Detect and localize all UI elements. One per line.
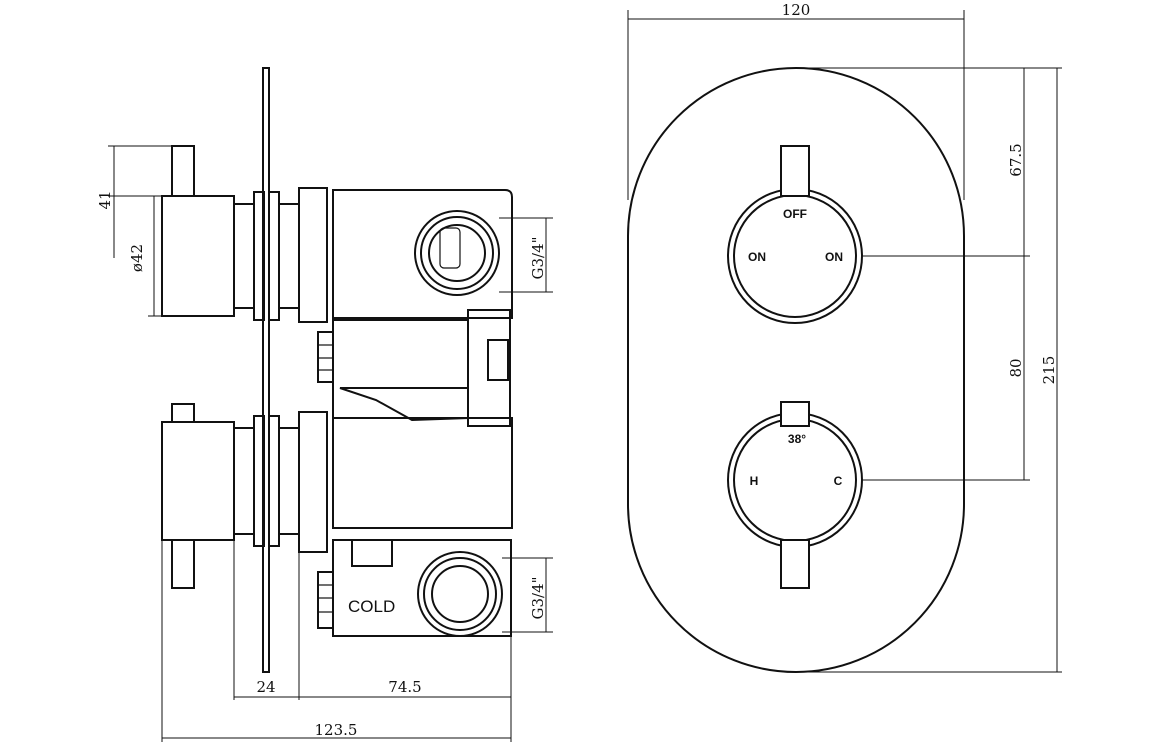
outlet-port-upper-mid [420, 216, 494, 290]
cold-label: COLD [348, 597, 395, 616]
diverter-on-right-label: ON [825, 250, 843, 264]
dim-upper-height: 67.5 [1007, 143, 1025, 176]
upper-nut [298, 187, 328, 323]
diverter-cap-tab [487, 339, 509, 381]
thermostat-temp-label: 38° [788, 432, 806, 446]
cold-side-nut [317, 571, 334, 629]
diverter-on-left-label: ON [748, 250, 766, 264]
cold-inlet-tab [351, 539, 393, 567]
diverter-cap [467, 309, 511, 427]
diverter-off-label: OFF [783, 207, 807, 221]
upper-spindle [278, 203, 300, 309]
dim-centre-spacing: 80 [1007, 358, 1025, 377]
outlet-port-upper-outer [414, 210, 500, 296]
thermostat-lever-top [780, 401, 810, 427]
dim-body-diameter: ø42 [128, 244, 146, 272]
diverter-lever [780, 145, 810, 197]
dim-total-height: 215 [1040, 356, 1058, 385]
dim-depth-body: 74.5 [388, 678, 421, 696]
upper-lever-stem [171, 145, 195, 197]
lower-lever-stem [171, 539, 195, 589]
lower-handle-body [161, 421, 235, 541]
dim-thread-top: G3/4" [529, 236, 547, 279]
upper-flange-left [253, 191, 265, 321]
diverter-side-nut-1 [317, 331, 334, 383]
wall-plate [262, 67, 270, 673]
dim-lever-offset: 41 [96, 190, 114, 209]
upper-handle-body [161, 195, 235, 317]
side-view: COLD 41 ø42 G3/4" G3/4" 24 74.5 123.5 [96, 67, 553, 742]
outlet-port-upper-inner [428, 224, 486, 282]
lower-nut [298, 411, 328, 553]
lower-collar [233, 427, 255, 535]
lower-flange-right [268, 415, 280, 547]
upper-flange-right [268, 191, 280, 321]
diverter-housing [332, 319, 469, 419]
inlet-port-lower-outer [417, 551, 503, 637]
inlet-port-lower-mid [423, 557, 497, 631]
lower-flange-left [253, 415, 265, 547]
thermostat-cold-label: C [834, 474, 843, 488]
lower-lever-stem-top [171, 403, 195, 423]
dim-thread-bottom: G3/4" [529, 576, 547, 619]
thermostat-hot-label: H [750, 474, 759, 488]
dim-top-width: 120 [782, 1, 811, 19]
dim-depth-small: 24 [256, 678, 275, 696]
dim-depth-total: 123.5 [315, 721, 358, 739]
diverter-wedge [339, 387, 469, 422]
thermostat-lever-bottom [780, 539, 810, 589]
valve-body-upper [332, 189, 513, 319]
inlet-port-lower-inner [431, 565, 489, 623]
outlet-port-upper-insert [439, 227, 461, 269]
upper-collar [233, 203, 255, 309]
front-view: OFF ON ON 38° H C 120 67.5 80 215 [627, 1, 1062, 673]
valve-body-lower [332, 417, 513, 529]
lower-spindle [278, 427, 300, 535]
